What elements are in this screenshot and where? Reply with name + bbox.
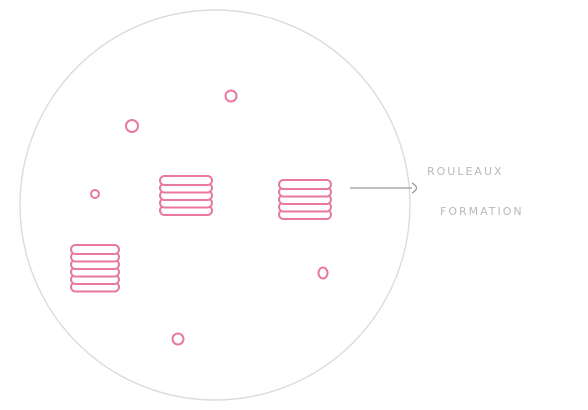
rouleaux-stack [279, 180, 331, 219]
single-cell [319, 268, 328, 279]
single-cell [126, 120, 138, 132]
rouleaux-stacks [71, 176, 331, 292]
rouleaux-stack [71, 245, 119, 292]
rouleaux-cell-band [71, 245, 119, 254]
label-pointer [350, 183, 417, 193]
rouleaux-cell-band [279, 180, 331, 189]
field-of-view-circle [20, 10, 410, 400]
rouleaux-stack [160, 176, 212, 215]
single-cell [91, 190, 99, 198]
single-cell [226, 91, 237, 102]
arrow-hook-icon [412, 183, 417, 193]
single-cell [173, 334, 184, 345]
rouleaux-label-line1: ROULEAUX [427, 165, 504, 178]
rouleaux-cell-band [160, 176, 212, 185]
rouleaux-label-line2: FORMATION [440, 205, 524, 218]
